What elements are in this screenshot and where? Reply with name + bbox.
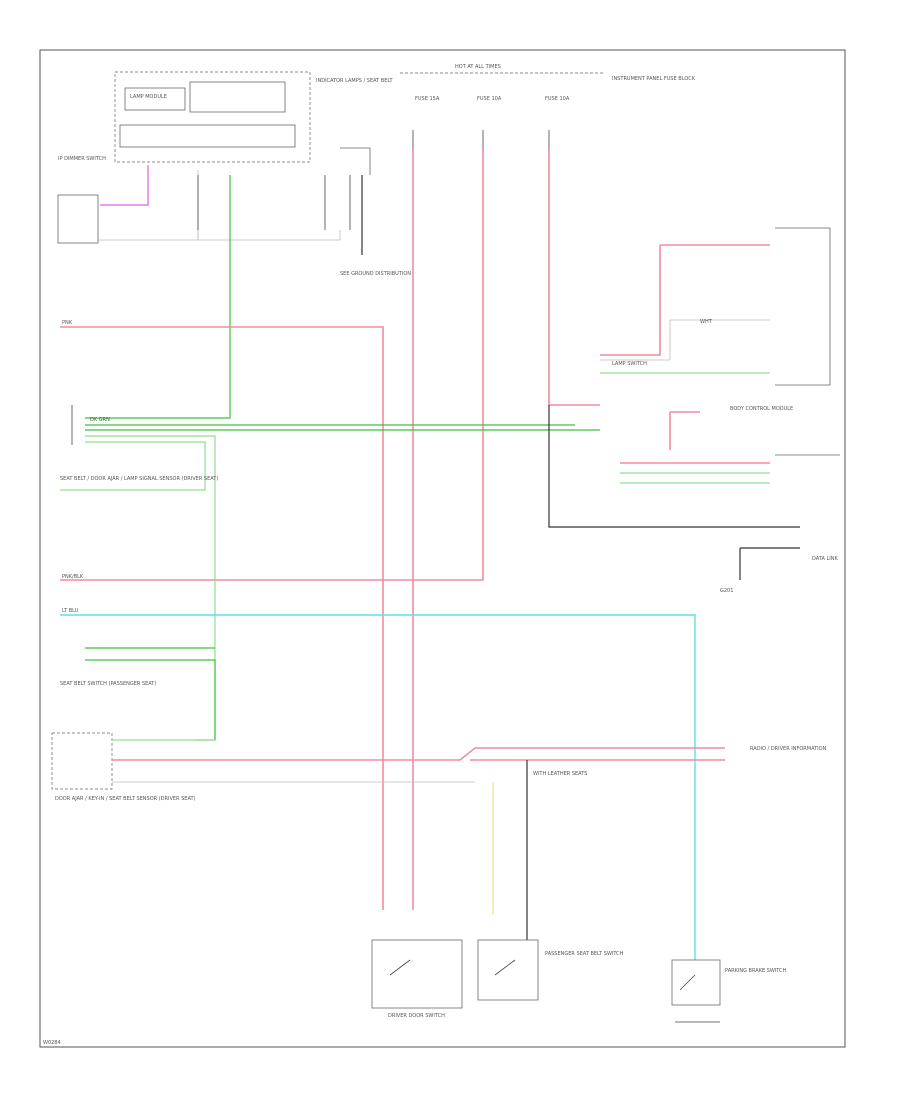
green-wire-mid2 [85,659,216,740]
svg-text:WHT: WHT [700,319,713,325]
right-module3-label: RADIO / DRIVER INFORMATION [750,746,827,752]
lamp-module-box [114,71,311,163]
dash-note: WITH LEATHER SEATS [533,771,587,777]
right-module1-box [775,227,831,386]
svg-text:FUSE 15A: FUSE 15A [415,96,440,102]
svg-text:LT BLU: LT BLU [62,608,79,614]
fuse-b: FUSE 10A [477,96,502,150]
ground-dist-label: G201 [720,588,733,594]
see-ground-label: SEE GROUND DISTRIBUTION [340,271,411,277]
pink-wire-fuse-b [60,150,484,581]
fuse-c: FUSE 10A [545,96,570,150]
parking-brake-label: PARKING BRAKE SWITCH [725,968,787,974]
dimmer-switch-box [57,194,99,244]
svg-text:PNK: PNK [62,320,73,326]
driver-door-label: DRIVER DOOR SWITCH [388,1013,445,1019]
top-hot-label: HOT AT ALL TIMES [455,64,501,70]
left-block3-label: DOOR AJAR / KEY-IN / SEAT BELT SENSOR (D… [55,796,196,802]
relay-label: DATA LINK [812,556,838,562]
green-wire-top [85,175,231,419]
parking-brake-switch-box [671,959,721,1006]
left-block3-box [51,732,113,790]
passenger-switch-label: PASSENGER SEAT BELT SWITCH [545,951,624,957]
passenger-seat-switch-box [477,939,539,1001]
pink-wire-fuse-c [548,150,600,406]
dimmer-label: IP DIMMER SWITCH [58,156,106,162]
footer-code: W0284 [43,1040,61,1046]
svg-text:DK GRN: DK GRN [90,417,110,423]
lamp-module-label: LAMP MODULE [130,94,167,100]
svg-text:FUSE 10A: FUSE 10A [545,96,570,102]
svg-text:FUSE 10A: FUSE 10A [477,96,502,102]
pink-wire-a [60,326,384,910]
left-block2-label: SEAT BELT SWITCH (PASSENGER SEAT) [60,681,156,687]
body-control-label: BODY CONTROL MODULE [730,406,793,412]
cyan-wire [60,614,696,960]
dimmer-wire [100,165,149,206]
diagram-frame [39,49,846,1048]
fuse-block-label: INSTRUMENT PANEL FUSE BLOCK [612,76,696,82]
indicator-switch-label: INDICATOR LAMPS / SEAT BELT [316,78,393,84]
lamp-switch-label: LAMP SWITCH [612,361,647,367]
driver-door-switch-box [371,939,463,1009]
fuse-a: FUSE 15A [412,96,440,150]
left-block1-label: SEAT BELT / DOOR AJAR / LAMP SIGNAL SENS… [60,476,218,482]
svg-text:PNK/BLK: PNK/BLK [62,574,84,580]
pink-wire-bottom [112,747,725,761]
dark-loop [548,405,800,528]
